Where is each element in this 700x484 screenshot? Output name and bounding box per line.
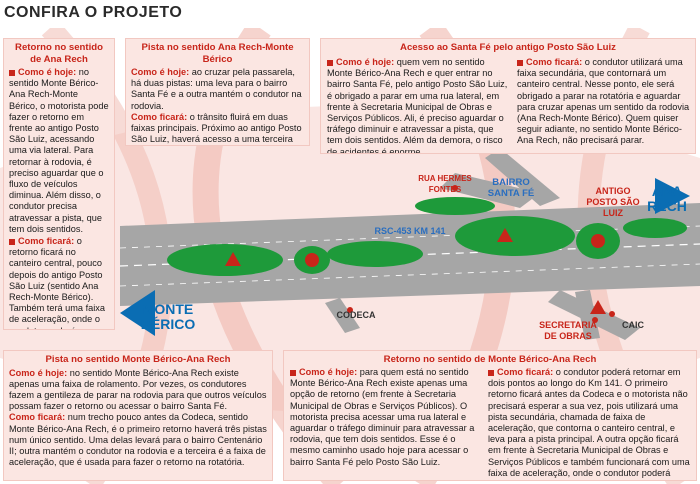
road-map [0,28,700,484]
label-bairro-santa-fe: BAIRRO SANTA FÉ [487,177,535,199]
label-hoje: Como é hoje: [336,57,395,67]
bullet-icon [488,369,494,376]
label-antigo-posto: ANTIGO POSTO SÃO LUIZ [586,186,640,218]
box-heading: Pista no sentido Monte Bérico-Ana Rech [45,354,231,365]
bullet-icon [290,369,296,376]
label-hoje: Como é hoje: [299,367,358,377]
box-acesso-santa-fe: Acesso ao Santa Fé pelo antigo Posto São… [320,38,696,154]
warning-marker-2 [497,228,513,242]
title-text: CONFIRA O PROJETO [4,4,183,21]
box-heading: Retorno no sentido de Ana Rech [15,42,103,65]
text-ficara: o retorno ficará no canteiro central, po… [9,236,105,329]
pin-secretaria [592,317,598,323]
pin-codeca [347,307,353,313]
text-ficara: num trecho pouco antes da Codeca, sentid… [9,412,267,468]
marker-2 [591,234,605,248]
box-pista-monte-berico-ana-rech: Pista no sentido Monte Bérico-Ana Rech C… [3,350,273,481]
island-mid [327,241,423,267]
text-hoje: no sentido Monte Bérico-Ana Rech-Monte B… [9,67,109,234]
label-hoje: Como é hoje: [131,67,190,77]
arrow-monte-berico-icon [120,290,155,336]
text-hoje: quem vem no sentido Monte Bérico-Ana Rec… [327,57,508,154]
box-pista-ana-rech-monte-berico: Pista no sentido Ana Rech-Monte Bérico C… [125,38,310,146]
label-ficara: Como ficará: [526,57,583,67]
label-ficara: Como ficará: [497,367,554,377]
bullet-icon [517,59,523,66]
text-hoje: ao cruzar pela passarela, há duas pistas… [131,67,302,111]
text-hoje: no sentido Monte Bérico-Ana Rech existe … [9,367,267,412]
box-heading: Acesso ao Santa Fé pelo antigo Posto São… [400,42,616,53]
island-left [167,244,283,276]
pin-rua-hermes [452,185,458,191]
label-hoje: Como é hoje: [9,367,68,378]
island-right [623,218,687,238]
bullet-icon [327,59,333,66]
label-ficara: Como ficará: [131,111,188,122]
text-ficara: o condutor poderá retornar em dois ponto… [488,367,690,480]
box-heading: Pista no sentido Ana Rech-Monte Bérico [141,42,294,65]
warning-marker-1 [225,252,241,266]
island-santa-fe [455,216,575,256]
page-title: CONFIRA O PROJETO [4,2,182,24]
text-ficara: o trânsito fluirá em duas faixas princip… [131,111,302,145]
bullet-icon [9,238,15,245]
arrow-ana-rech-icon [655,178,690,214]
label-hoje: Como é hoje: [18,67,77,77]
bullet-icon [9,69,15,76]
box-retorno-ana-rech: Retorno no sentido de Ana Rech Como é ho… [3,38,115,330]
label-ana-rech: ANA RECH [647,183,687,214]
label-codeca: CODECA [336,310,376,320]
marker-1 [305,253,319,267]
box-retorno-monte-berico-ana-rech: Retorno no sentido de Monte Bérico-Ana R… [283,350,697,481]
label-ficara: Como ficará: [18,236,75,247]
text-ficara: o condutor utilizará uma faixa secundári… [517,57,690,146]
warning-marker-3 [590,300,606,314]
text-hoje: para quem está no sentido Monte Bérico-A… [290,367,475,467]
pin-caic [609,311,615,317]
label-caic: CAIC [622,320,644,330]
label-rsc: RSC-453 KM 141 [374,226,446,236]
label-secretaria: SECRETARIA DE OBRAS [539,320,597,341]
label-ficara: Como ficará: [9,412,66,423]
label-rua-hermes: RUA HERMES FONTES [418,174,472,194]
box-heading: Retorno no sentido de Monte Bérico-Ana R… [383,354,597,365]
label-monte-berico: MONTE BÉRICO [140,301,196,332]
